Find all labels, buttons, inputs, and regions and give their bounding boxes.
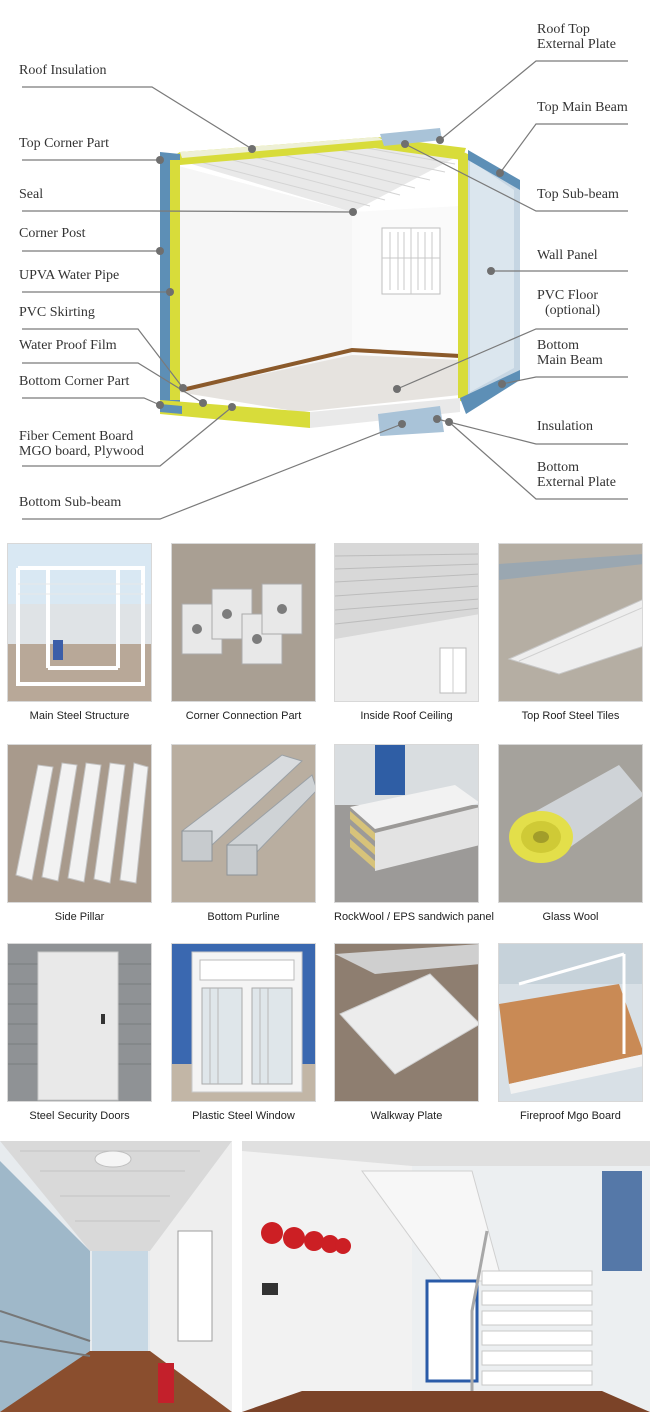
steel-frame-photo xyxy=(7,543,152,702)
component-caption: Side Pillar xyxy=(54,911,105,923)
label-water-proof-film: Water Proof Film xyxy=(19,338,117,353)
staircase-interior-photo xyxy=(242,1141,650,1412)
component-tile: Glass Wool xyxy=(498,744,643,923)
purline-photo xyxy=(171,744,316,903)
component-caption: Plastic Steel Window xyxy=(192,1110,295,1122)
label-top-sub-beam: Top Sub-beam xyxy=(537,187,619,202)
component-tile: Inside Roof Ceiling xyxy=(334,543,479,722)
container-structure-diagram: Roof Insulation Top Corner Part Seal Cor… xyxy=(0,0,650,530)
component-caption: Walkway Plate xyxy=(370,1110,443,1122)
label-bottom-sub-beam: Bottom Sub-beam xyxy=(19,495,122,510)
component-tile: Top Roof Steel Tiles xyxy=(498,543,643,722)
label-top-corner-part: Top Corner Part xyxy=(19,136,110,151)
component-caption: Fireproof Mgo Board xyxy=(520,1110,621,1122)
component-tile: Side Pillar xyxy=(7,744,152,923)
label-seal: Seal xyxy=(19,187,44,202)
component-tile: Fireproof Mgo Board xyxy=(498,943,643,1122)
component-tile: Steel Security Doors xyxy=(7,943,152,1122)
label-upva-water-pipe: UPVA Water Pipe xyxy=(19,268,120,283)
component-caption: Top Roof Steel Tiles xyxy=(521,710,620,722)
component-caption: Corner Connection Part xyxy=(185,710,302,722)
window-graphic xyxy=(381,227,441,295)
component-caption: Steel Security Doors xyxy=(29,1110,130,1122)
component-caption: Inside Roof Ceiling xyxy=(360,710,453,722)
label-corner-post: Corner Post xyxy=(19,226,86,241)
component-tile: Plastic Steel Window xyxy=(171,943,316,1122)
component-tile: Bottom Purline xyxy=(171,744,316,923)
label-top-main-beam: Top Main Beam xyxy=(537,100,628,115)
glass-wool-roll-photo xyxy=(498,744,643,903)
roof-tiles-photo xyxy=(498,543,643,702)
door-photo xyxy=(7,943,152,1102)
component-caption: RockWool / EPS sandwich panel xyxy=(334,911,494,923)
component-tile: Main Steel Structure xyxy=(7,543,152,722)
component-tile: Corner Connection Part xyxy=(171,543,316,722)
component-tile: RockWool / EPS sandwich panel xyxy=(334,744,494,923)
label-pvc-skirting: PVC Skirting xyxy=(19,305,95,320)
sandwich-panel-photo xyxy=(334,744,479,903)
component-caption: Main Steel Structure xyxy=(29,710,130,722)
label-pvc-floor: PVC Floor(optional) xyxy=(537,288,601,318)
pillars-photo xyxy=(7,744,152,903)
component-caption: Glass Wool xyxy=(542,911,599,923)
walkway-plate-photo xyxy=(334,943,479,1102)
mgo-board-photo xyxy=(498,943,643,1102)
component-caption: Bottom Purline xyxy=(207,911,280,923)
label-wall-panel: Wall Panel xyxy=(537,248,598,263)
corner-castings-photo xyxy=(171,543,316,702)
window-photo xyxy=(171,943,316,1102)
label-insulation: Insulation xyxy=(537,419,593,434)
label-roof-insulation: Roof Insulation xyxy=(19,63,107,78)
component-tile: Walkway Plate xyxy=(334,943,479,1122)
label-bottom-corner-part: Bottom Corner Part xyxy=(19,374,130,389)
corridor-interior-photo xyxy=(0,1141,232,1412)
container-cutaway-drawing xyxy=(22,60,628,520)
ceiling-photo xyxy=(334,543,479,702)
